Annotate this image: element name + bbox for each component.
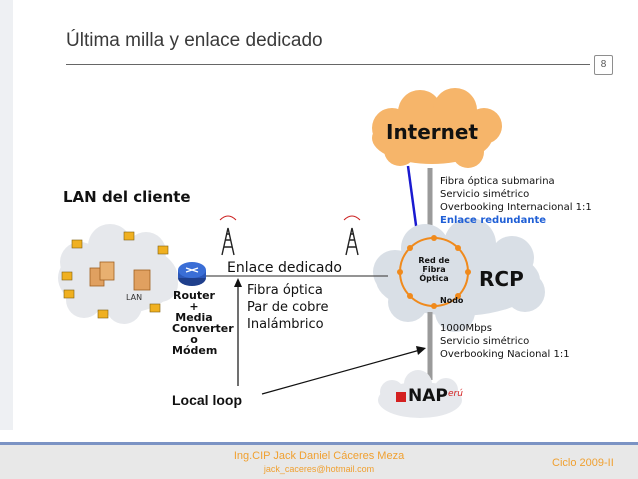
lan-server-icon <box>89 261 151 291</box>
internet-label: Internet <box>386 120 479 144</box>
footer-author: Ing.CIP Jack Daniel Cáceres Meza <box>233 450 405 462</box>
page-number-badge: 8 <box>594 55 613 75</box>
fiber-network-line: Óptica <box>419 274 449 283</box>
nap-label: NAP <box>408 386 448 406</box>
ring-nodes <box>397 235 471 309</box>
media-option: Fibra óptica <box>247 283 323 298</box>
internet-cloud <box>372 88 502 168</box>
spec-line: Servicio simétrico <box>440 189 530 200</box>
arrowhead-right <box>416 346 426 355</box>
lan-cloud-label: LAN <box>126 293 143 302</box>
fiber-network-line: Red de <box>418 256 450 265</box>
spec-line: Servicio simétrico <box>440 336 530 347</box>
lan-cloud <box>58 224 178 324</box>
slide-footer: Ing.CIP Jack Daniel Cáceres Meza jack_ca… <box>0 442 638 479</box>
lower-specs-list: 1000Mbps Servicio simétrico Overbooking … <box>440 322 570 361</box>
upper-specs-list: Fibra óptica submarina Servicio simétric… <box>440 175 592 227</box>
footer-bar <box>0 442 638 479</box>
footer-accent-line <box>0 442 638 445</box>
tower-icon-left <box>219 215 237 256</box>
slide-left-strip <box>0 0 13 430</box>
nap-cloud <box>378 370 462 418</box>
dedicated-link-label: Enlace dedicado <box>227 260 342 276</box>
node-label: Nodo <box>440 296 464 305</box>
tower-icon-right <box>343 215 361 256</box>
router-icon <box>178 262 206 286</box>
spec-line: Fibra óptica submarina <box>440 176 555 187</box>
lan-title: LAN del cliente <box>63 188 191 206</box>
rcp-cloud <box>373 218 545 332</box>
local-loop-label: Local loop <box>172 392 242 408</box>
fiber-network-label: Red de Fibra Óptica <box>414 256 454 283</box>
fiber-network-line: Fibra <box>422 265 446 274</box>
media-option: Inalámbrico <box>247 317 324 332</box>
media-options-list: Fibra óptica Par de cobre Inalámbrico <box>247 282 329 333</box>
spec-line: 1000Mbps <box>440 323 492 334</box>
router-label: Router + Media Converter o Módem <box>172 289 234 357</box>
footer-cycle: Ciclo 2009-II <box>552 457 614 469</box>
title-divider <box>66 64 590 65</box>
local-loop-arrow-right <box>261 349 421 395</box>
rcp-label: RCP <box>479 267 524 291</box>
spec-line: Overbooking Internacional 1:1 <box>440 202 592 213</box>
arrowhead-left <box>234 278 242 287</box>
media-option: Par de cobre <box>247 300 329 315</box>
nap-logo-square <box>396 392 406 402</box>
spec-line: Overbooking Nacional 1:1 <box>440 349 570 360</box>
footer-email: jack_caceres@hotmail.com <box>263 464 375 474</box>
nap-sub-label: erú <box>448 389 463 399</box>
pc-icons <box>61 231 169 319</box>
slide-title: Última milla y enlace dedicado <box>66 30 323 51</box>
redundant-link-label: Enlace redundante <box>440 215 547 226</box>
